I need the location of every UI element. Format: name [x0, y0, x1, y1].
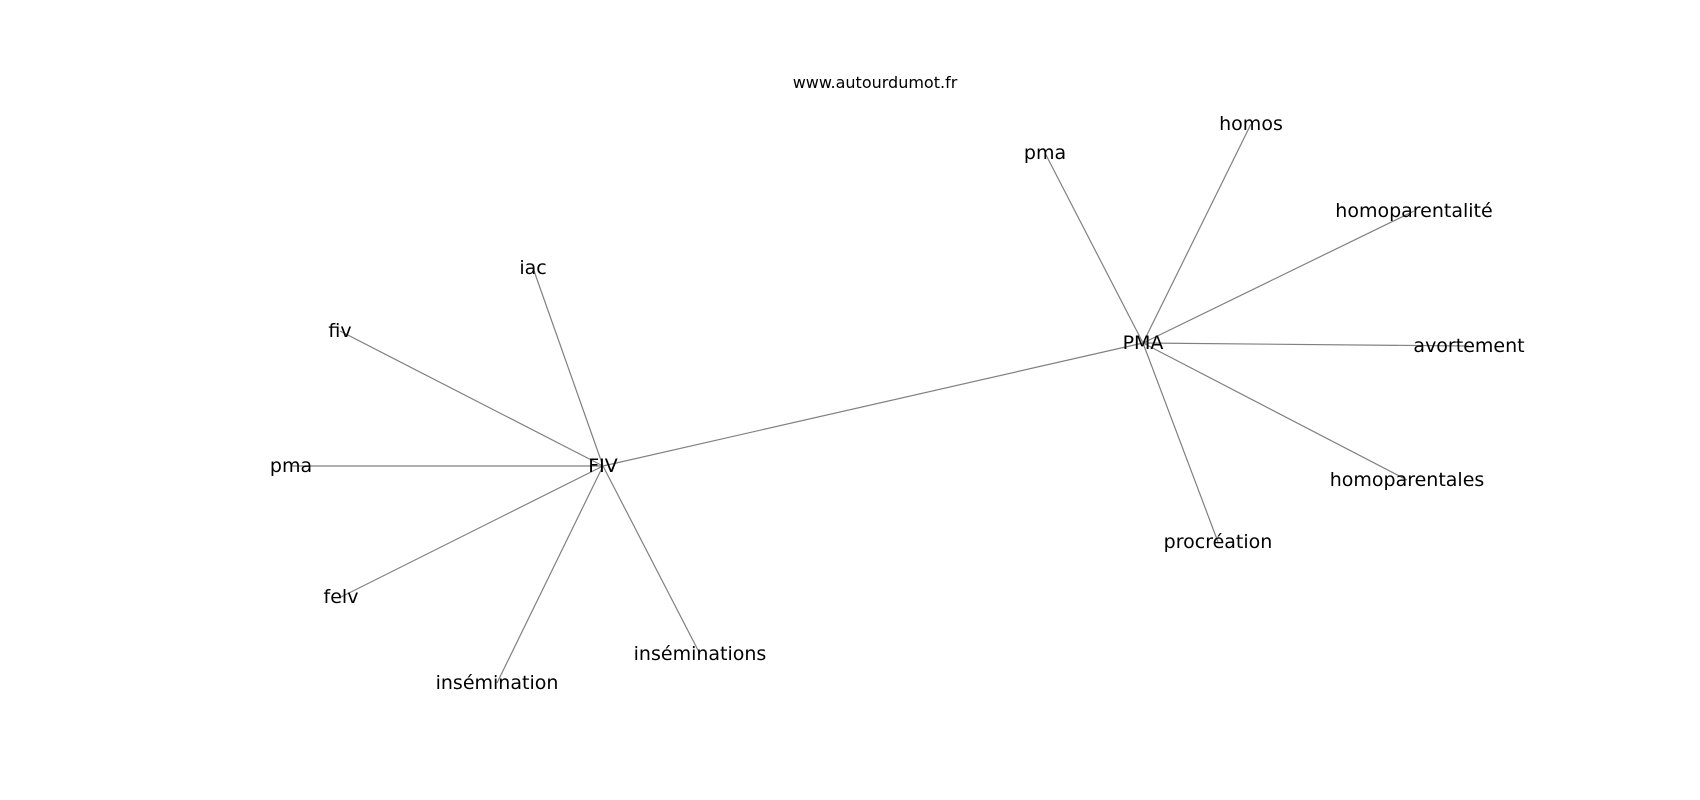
edge-PMA-homoparentales — [1142, 342, 1408, 481]
node-label-inseminations: inséminations — [634, 643, 767, 665]
edge-FIV-PMA — [602, 342, 1144, 467]
edge-FIV-iac — [532, 267, 604, 467]
edge-PMA-procreation — [1142, 342, 1219, 543]
edge-FIV-felv — [340, 465, 604, 598]
edge-PMA-homoparentalite — [1142, 210, 1415, 344]
node-label-homoparentalite: homoparentalité — [1335, 200, 1492, 222]
nodes: FIV PMA iac fiv pma felv insémination inséminat… — [270, 113, 1525, 694]
node-label-PMA: PMA — [1123, 332, 1164, 354]
edge-PMA-pma2 — [1044, 152, 1144, 344]
node-label-insemination: insémination — [436, 672, 559, 694]
edge-PMA-homos — [1142, 123, 1252, 344]
node-label-FIV: FIV — [588, 455, 618, 477]
edge-FIV-fiv — [339, 330, 604, 467]
node-label-pma2: pma — [1024, 142, 1066, 164]
edge-PMA-avortement — [1142, 342, 1470, 347]
edge-FIV-inseminations — [602, 465, 701, 655]
node-label-homoparentales: homoparentales — [1330, 469, 1485, 491]
node-label-pma1: pma — [270, 455, 312, 477]
node-label-iac: iac — [519, 257, 546, 279]
edges — [291, 123, 1470, 684]
node-label-felv: felv — [324, 586, 359, 608]
site-watermark-title: www.autourdumot.fr — [792, 73, 958, 92]
node-label-procreation: procréation — [1164, 531, 1273, 553]
node-label-avortement: avortement — [1413, 335, 1524, 357]
node-label-fiv: fiv — [328, 320, 351, 342]
edge-FIV-insemination — [496, 465, 604, 684]
node-label-homos: homos — [1219, 113, 1283, 135]
